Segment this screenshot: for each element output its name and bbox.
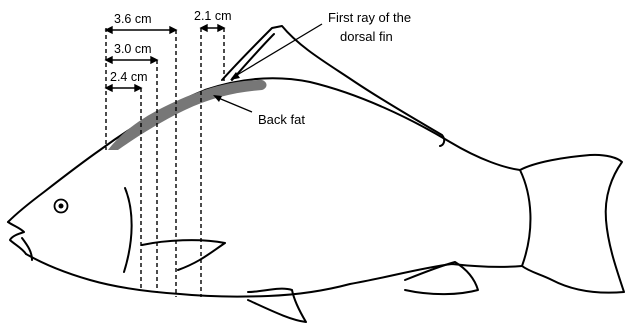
anal-fin [405,262,478,294]
callout-dorsal-fin: First ray of the dorsal fin [230,10,411,80]
label-2-1-cm: 2.1 cm [194,9,232,23]
callout-back-fat: Back fat [213,95,305,127]
gill-cover [124,188,132,272]
caudal-fin-upper [520,155,622,220]
label-3-0-cm: 3.0 cm [114,42,152,56]
fish-body [8,26,624,322]
pectoral-fin [142,240,225,270]
leader-back-fat [216,97,252,112]
label-3-6-cm: 3.6 cm [114,12,152,26]
fish-back-outline [8,78,520,222]
fish-eye [55,200,68,213]
fish-mouth [8,222,26,254]
caudal-fin-lower [522,220,624,293]
label-2-4-cm: 2.4 cm [110,70,148,84]
callout-dorsal-fin-line1: First ray of the [328,10,411,25]
callout-back-fat-label: Back fat [258,112,305,127]
caudal-peduncle-line [520,170,530,266]
callout-dorsal-fin-line2: dorsal fin [340,29,393,44]
back-fat-region [108,80,267,150]
